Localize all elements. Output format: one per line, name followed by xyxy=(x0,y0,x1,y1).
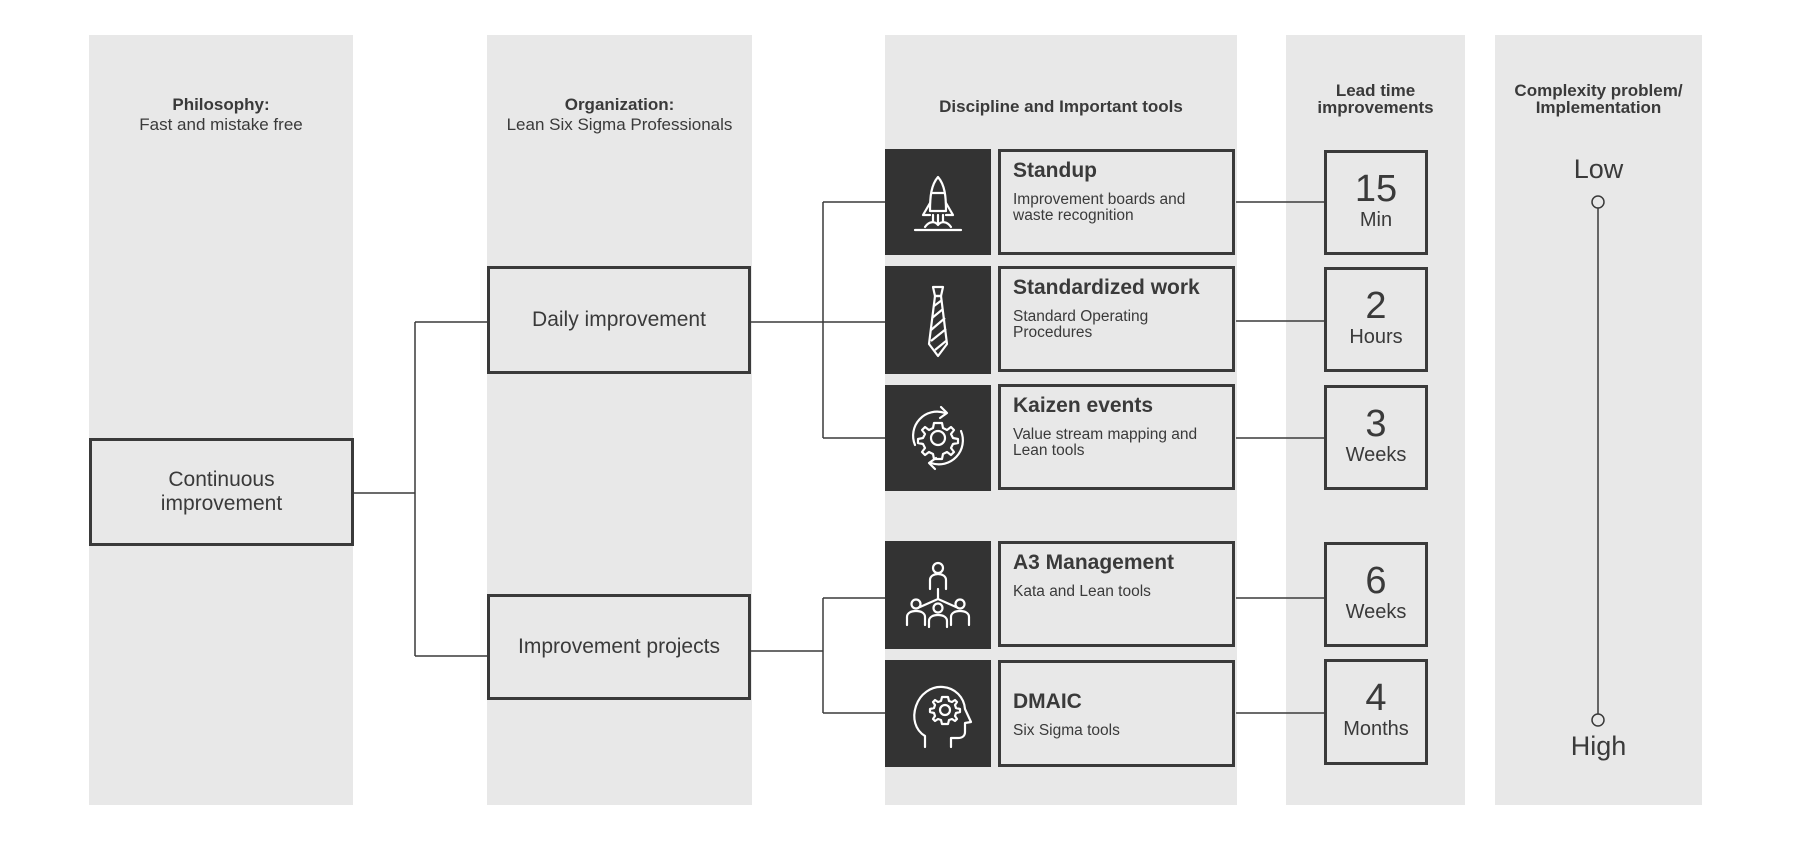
lead-time-unit: Hours xyxy=(1349,326,1403,348)
tool-icon-tile xyxy=(885,149,991,255)
lead-time-value: 2 xyxy=(1365,285,1387,327)
head-gear-icon xyxy=(913,685,973,749)
scale-low-marker xyxy=(1591,195,1605,209)
tool-box-a3-management: A3 Management Kata and Lean tools xyxy=(998,541,1235,647)
lead-time-unit: Min xyxy=(1359,209,1393,231)
tool-icon-tile xyxy=(885,660,991,767)
lead-time-box: 4 Months xyxy=(1324,659,1428,765)
improvement-projects-box: Improvement projects xyxy=(487,594,751,700)
rocket-icon xyxy=(913,175,963,232)
complexity-low-label: Low xyxy=(1573,154,1624,184)
lead-time-column-header: Lead time improvements xyxy=(1286,82,1465,116)
scale-high-marker xyxy=(1591,713,1605,727)
philosophy-subheading: Fast and mistake free xyxy=(139,115,303,134)
tool-subtitle-line1: Value stream mapping and xyxy=(1013,426,1198,443)
tool-box-standup: Standup Improvement boards and waste rec… xyxy=(998,149,1235,255)
complexity-heading-line2: Implementation xyxy=(1535,98,1662,117)
organization-subheading: Lean Six Sigma Professionals xyxy=(506,115,733,134)
lead-time-box: 2 Hours xyxy=(1324,267,1428,372)
tool-box-kaizen-events: Kaizen events Value stream mapping and L… xyxy=(998,384,1235,490)
lead-time-box: 6 Weeks xyxy=(1324,542,1428,647)
tool-subtitle-line2: waste recognition xyxy=(1013,207,1134,224)
daily-improvement-label: Daily improvement xyxy=(532,308,706,331)
lead-time-value: 3 xyxy=(1365,403,1387,445)
complexity-high-label: High xyxy=(1570,731,1627,761)
tie-icon xyxy=(927,285,949,358)
tool-icon-tile xyxy=(885,385,991,491)
tool-subtitle-line2: Procedures xyxy=(1013,324,1093,341)
continuous-improvement-box: Continuous improvement xyxy=(89,438,354,546)
tool-title: Kaizen events xyxy=(1013,394,1154,417)
lead-time-unit: Months xyxy=(1343,718,1409,740)
lead-time-heading-line1: Lead time xyxy=(1335,81,1416,100)
tool-box-dmaic: DMAIC Six Sigma tools xyxy=(998,660,1235,767)
lead-time-unit: Weeks xyxy=(1345,601,1407,623)
tool-title: Standup xyxy=(1013,159,1097,182)
organization-heading: Organization: xyxy=(564,95,675,114)
discipline-column-header: Discipline and Important tools xyxy=(885,95,1237,119)
tool-icon-tile xyxy=(885,266,991,374)
lead-time-value: 4 xyxy=(1365,677,1387,719)
lead-time-box: 15 Min xyxy=(1324,150,1428,255)
lead-time-heading-line2: improvements xyxy=(1317,98,1434,117)
daily-improvement-box: Daily improvement xyxy=(487,266,751,374)
complexity-heading-line1: Complexity problem/ xyxy=(1514,81,1683,100)
continuous-improvement-label-line1: Continuous xyxy=(168,468,275,491)
tool-title: Standardized work xyxy=(1013,276,1200,299)
philosophy-heading: Philosophy: xyxy=(172,95,270,114)
discipline-heading: Discipline and Important tools xyxy=(939,97,1183,116)
tool-title: DMAIC xyxy=(1013,690,1082,713)
tool-subtitle-line1: Improvement boards and xyxy=(1013,191,1186,208)
lead-time-value: 6 xyxy=(1365,560,1387,602)
continuous-improvement-label-line2: improvement xyxy=(160,492,283,515)
philosophy-column-header: Philosophy: Fast and mistake free xyxy=(89,95,353,135)
lead-time-box: 3 Weeks xyxy=(1324,385,1428,490)
gear-cycle-icon xyxy=(912,405,964,471)
philosophy-column: Philosophy: Fast and mistake free xyxy=(89,35,353,805)
organization-column-header: Organization: Lean Six Sigma Professiona… xyxy=(487,95,752,135)
tool-subtitle-line1: Kata and Lean tools xyxy=(1013,583,1151,600)
tool-title: A3 Management xyxy=(1013,551,1175,574)
improvement-projects-label: Improvement projects xyxy=(518,635,720,658)
tool-subtitle-line2: Lean tools xyxy=(1013,442,1085,459)
team-hierarchy-icon xyxy=(905,561,971,629)
lead-time-unit: Weeks xyxy=(1345,444,1407,466)
tool-icon-tile xyxy=(885,541,991,649)
tool-subtitle-line1: Standard Operating xyxy=(1013,308,1149,325)
tool-box-standardized-work: Standardized work Standard Operating Pro… xyxy=(998,266,1235,372)
lead-time-value: 15 xyxy=(1354,168,1398,210)
complexity-column-header: Complexity problem/ Implementation xyxy=(1495,82,1702,116)
tool-subtitle-line1: Six Sigma tools xyxy=(1013,722,1120,739)
